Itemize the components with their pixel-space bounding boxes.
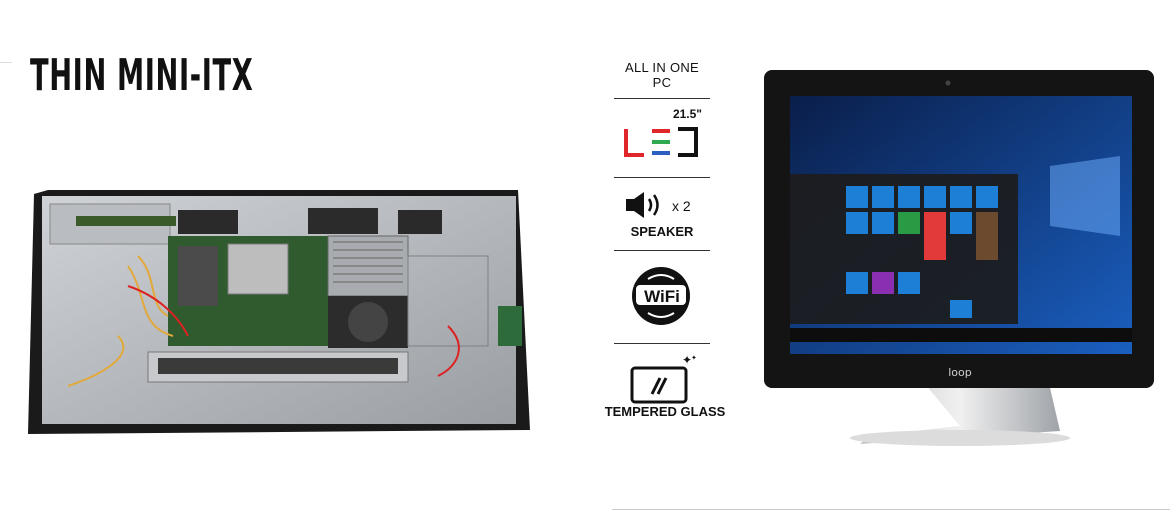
speaker-spec: x 2 SPEAKER xyxy=(614,186,710,242)
divider xyxy=(614,177,710,178)
svg-text:✦: ✦ xyxy=(682,354,692,367)
monitor-brand-logo: loop xyxy=(948,366,972,379)
divider xyxy=(614,343,710,344)
motherboard-internal-image xyxy=(28,190,530,434)
page-title: THIN MINI-ITX xyxy=(30,50,254,101)
tempered-glass-icon: ✦ ✦ xyxy=(630,354,697,404)
svg-text:✦: ✦ xyxy=(691,354,697,362)
wifi-label: WiFi xyxy=(644,287,680,306)
speaker-label: SPEAKER xyxy=(630,224,694,239)
speaker-count: x 2 xyxy=(672,198,691,214)
all-in-one-pc-image: loop xyxy=(764,70,1154,446)
led-spec: 21.5" xyxy=(614,107,710,169)
bottom-rule xyxy=(612,509,1170,510)
edge-mark xyxy=(0,62,12,63)
glass-label: TEMPERED GLASS xyxy=(604,404,726,419)
glass-spec: ✦ ✦ TEMPERED GLASS xyxy=(605,352,726,436)
speaker-icon xyxy=(626,192,659,218)
divider xyxy=(614,98,710,99)
wifi-spec: WiFi xyxy=(614,259,710,335)
screen-size-label: 21.5" xyxy=(672,107,702,121)
led-logo-icon xyxy=(624,127,698,157)
spec-header: ALL IN ONE PC xyxy=(624,60,700,90)
wifi-icon xyxy=(632,267,690,325)
spec-column: ALL IN ONE PC 21.5" x 2 SPEAKER WiFi xyxy=(605,60,726,436)
divider xyxy=(614,250,710,251)
